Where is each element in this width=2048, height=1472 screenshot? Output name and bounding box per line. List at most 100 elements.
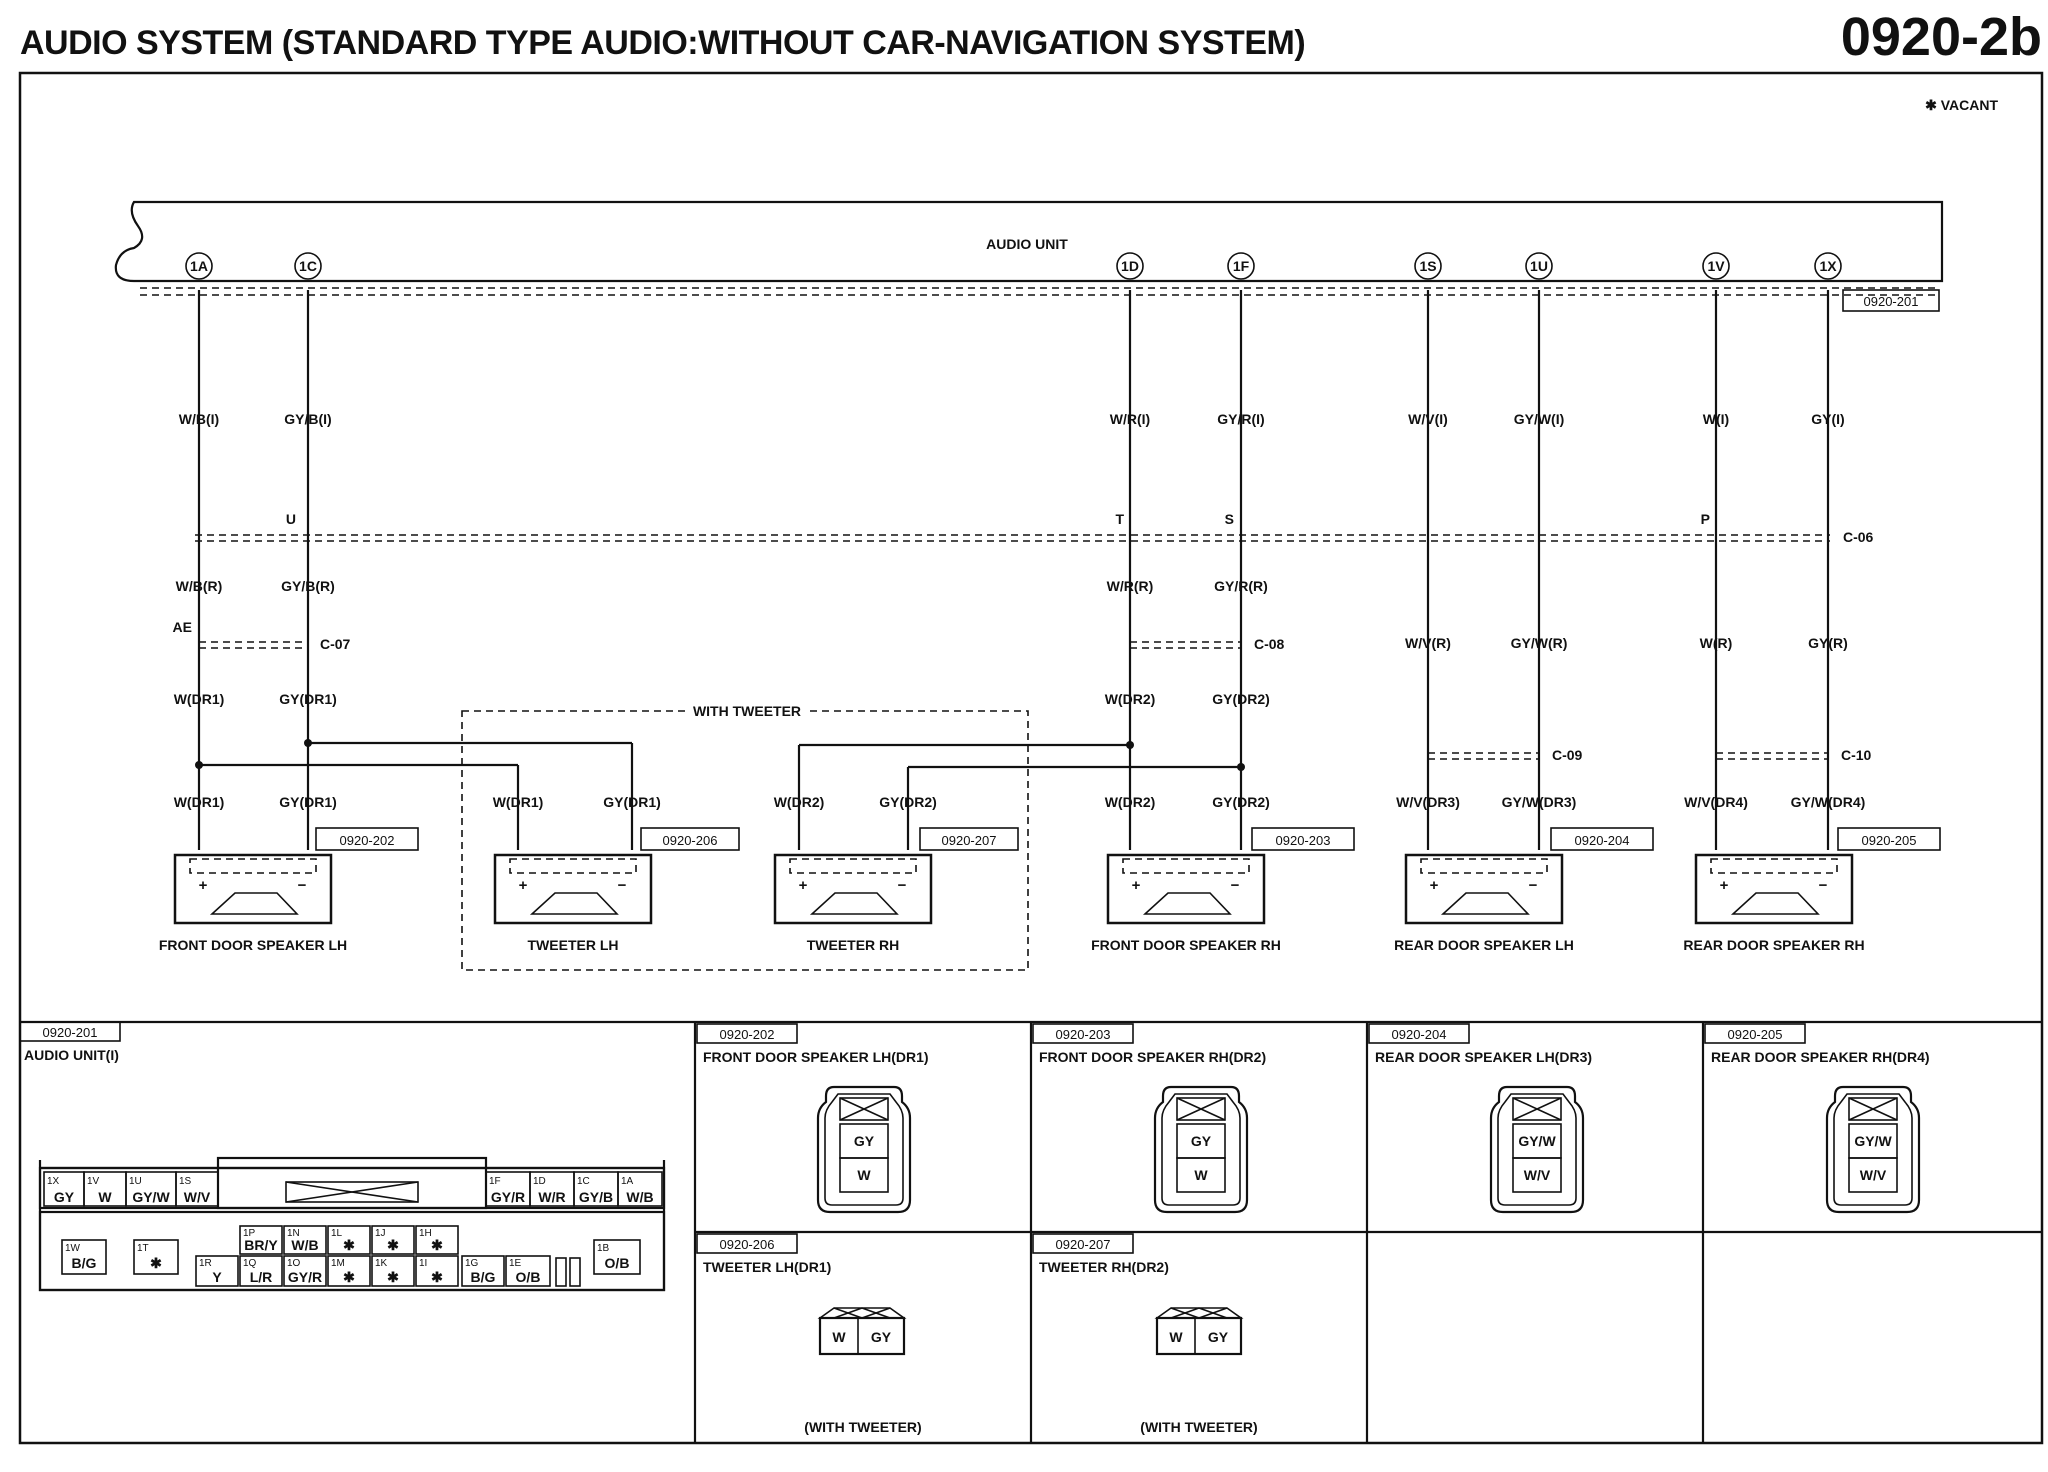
connector-c06-pin: T xyxy=(1115,511,1124,527)
wire-label: GY/W(I) xyxy=(1514,411,1565,427)
wire-label: GY(DR2) xyxy=(1212,794,1270,810)
connector-c06-pin: U xyxy=(286,511,296,527)
wire-label: GY/W(R) xyxy=(1511,635,1568,651)
svg-text:−: − xyxy=(898,877,907,894)
wire-label: GY/W(DR3) xyxy=(1502,794,1577,810)
wire-label: GY/R(I) xyxy=(1217,411,1264,427)
wire-label: GY(DR1) xyxy=(279,794,337,810)
svg-text:1F: 1F xyxy=(1233,258,1250,274)
connector-c09-label: C-09 xyxy=(1552,747,1583,763)
wire-label: GY/B(I) xyxy=(284,411,331,427)
speaker-rear-lh: +− 0920-204 REAR DOOR SPEAKER LH xyxy=(1394,827,1654,953)
svg-text:1G: 1G xyxy=(465,1258,479,1269)
wire-label: W(DR1) xyxy=(174,794,225,810)
svg-text:GY/R: GY/R xyxy=(288,1269,322,1285)
svg-text:FRONT DOOR SPEAKER RH(DR2): FRONT DOOR SPEAKER RH(DR2) xyxy=(1039,1049,1266,1065)
terminal-1U: 1U xyxy=(1525,252,1553,280)
svg-text:1V: 1V xyxy=(87,1176,100,1187)
wire-label: W/V(DR4) xyxy=(1684,794,1748,810)
wire-label: GY(DR1) xyxy=(603,794,661,810)
wire-label: W(R) xyxy=(1700,635,1733,651)
svg-text:0920-206: 0920-206 xyxy=(663,833,718,848)
svg-text:−: − xyxy=(618,877,627,894)
svg-text:1U: 1U xyxy=(1530,258,1548,274)
connector-view-203: 0920-203 FRONT DOOR SPEAKER RH(DR2) GY W xyxy=(1032,1023,1266,1214)
connector-view-204: 0920-204 REAR DOOR SPEAKER LH(DR3) GY/W … xyxy=(1368,1023,1592,1214)
svg-text:0920-206: 0920-206 xyxy=(720,1237,775,1252)
svg-text:+: + xyxy=(199,877,208,894)
svg-text:−: − xyxy=(1231,877,1240,894)
svg-text:✱: ✱ xyxy=(431,1269,443,1285)
svg-text:1N: 1N xyxy=(287,1228,300,1239)
terminal-1X: 1X xyxy=(1814,252,1842,280)
svg-text:FRONT DOOR SPEAKER RH: FRONT DOOR SPEAKER RH xyxy=(1091,937,1281,953)
svg-text:GY/R: GY/R xyxy=(491,1189,525,1205)
connector-c06-pin: S xyxy=(1225,511,1234,527)
svg-text:O/B: O/B xyxy=(516,1269,541,1285)
terminal-1F: 1F xyxy=(1227,252,1255,280)
svg-text:W: W xyxy=(1194,1167,1208,1183)
svg-text:O/B: O/B xyxy=(605,1255,630,1271)
wire-label: W(I) xyxy=(1703,411,1729,427)
svg-text:W: W xyxy=(98,1189,112,1205)
svg-text:1R: 1R xyxy=(199,1258,212,1269)
svg-text:1P: 1P xyxy=(243,1228,256,1239)
wire-label: GY(I) xyxy=(1811,411,1844,427)
svg-text:GY/W: GY/W xyxy=(1518,1133,1556,1149)
svg-text:W/B: W/B xyxy=(626,1189,653,1205)
svg-text:GY: GY xyxy=(1191,1133,1212,1149)
svg-text:1M: 1M xyxy=(331,1258,345,1269)
svg-text:1A: 1A xyxy=(190,258,208,274)
svg-text:1T: 1T xyxy=(137,1243,149,1254)
svg-text:W/V: W/V xyxy=(184,1189,211,1205)
svg-text:W/R: W/R xyxy=(538,1189,565,1205)
terminal-1V: 1V xyxy=(1702,252,1730,280)
bottom-grid xyxy=(693,1022,2042,1443)
wire-label: GY(DR2) xyxy=(879,794,937,810)
svg-text:✱: ✱ xyxy=(150,1255,162,1271)
svg-text:1D: 1D xyxy=(1121,258,1139,274)
wire-label: W(DR2) xyxy=(1105,794,1156,810)
speaker-tweeter-lh: +− 0920-206 TWEETER LH xyxy=(493,827,740,953)
svg-text:REAR DOOR SPEAKER RH: REAR DOOR SPEAKER RH xyxy=(1683,937,1864,953)
svg-text:0920-203: 0920-203 xyxy=(1276,833,1331,848)
connector-view-205: 0920-205 REAR DOOR SPEAKER RH(DR4) GY/W … xyxy=(1704,1023,1930,1214)
svg-text:FRONT DOOR SPEAKER LH(DR1): FRONT DOOR SPEAKER LH(DR1) xyxy=(703,1049,929,1065)
speaker-front-lh: +− 0920-202 FRONT DOOR SPEAKER LH xyxy=(159,827,419,953)
svg-text:W/B: W/B xyxy=(291,1237,318,1253)
svg-text:+: + xyxy=(1132,877,1141,894)
svg-text:+: + xyxy=(799,877,808,894)
svg-text:1L: 1L xyxy=(331,1228,343,1239)
wire-label: W(DR1) xyxy=(493,794,544,810)
svg-text:TWEETER RH(DR2): TWEETER RH(DR2) xyxy=(1039,1259,1169,1275)
svg-text:1V: 1V xyxy=(1707,258,1725,274)
audio-unit-ref: 0920-201 xyxy=(1864,294,1919,309)
svg-text:L/R: L/R xyxy=(250,1269,273,1285)
svg-text:0920-202: 0920-202 xyxy=(340,833,395,848)
page-title: AUDIO SYSTEM (STANDARD TYPE AUDIO:WITHOU… xyxy=(20,24,1306,62)
wire-label: GY/R(R) xyxy=(1214,578,1268,594)
svg-text:−: − xyxy=(298,877,307,894)
svg-text:0920-205: 0920-205 xyxy=(1728,1027,1783,1042)
wire-label: W/R(I) xyxy=(1110,411,1150,427)
svg-text:GY: GY xyxy=(854,1133,875,1149)
svg-text:1O: 1O xyxy=(287,1258,301,1269)
svg-text:1X: 1X xyxy=(47,1176,60,1187)
wire-label: GY(R) xyxy=(1808,635,1848,651)
wire-label: W/V(R) xyxy=(1405,635,1451,651)
connector-c06-label: C-06 xyxy=(1843,529,1874,545)
wire-label: W/V(I) xyxy=(1408,411,1448,427)
svg-text:1K: 1K xyxy=(375,1258,388,1269)
connector-c08-label: C-08 xyxy=(1254,636,1285,652)
svg-text:1W: 1W xyxy=(65,1243,81,1254)
wire-label: W(DR1) xyxy=(174,691,225,707)
svg-text:W/V: W/V xyxy=(1524,1167,1551,1183)
wire-label: GY(DR1) xyxy=(279,691,337,707)
svg-text:1U: 1U xyxy=(129,1176,142,1187)
vacant-legend: ✱ VACANT xyxy=(1925,97,1998,113)
svg-text:−: − xyxy=(1529,877,1538,894)
terminal-1C: 1C xyxy=(294,252,322,280)
audio-unit-label: AUDIO UNIT xyxy=(986,236,1068,252)
